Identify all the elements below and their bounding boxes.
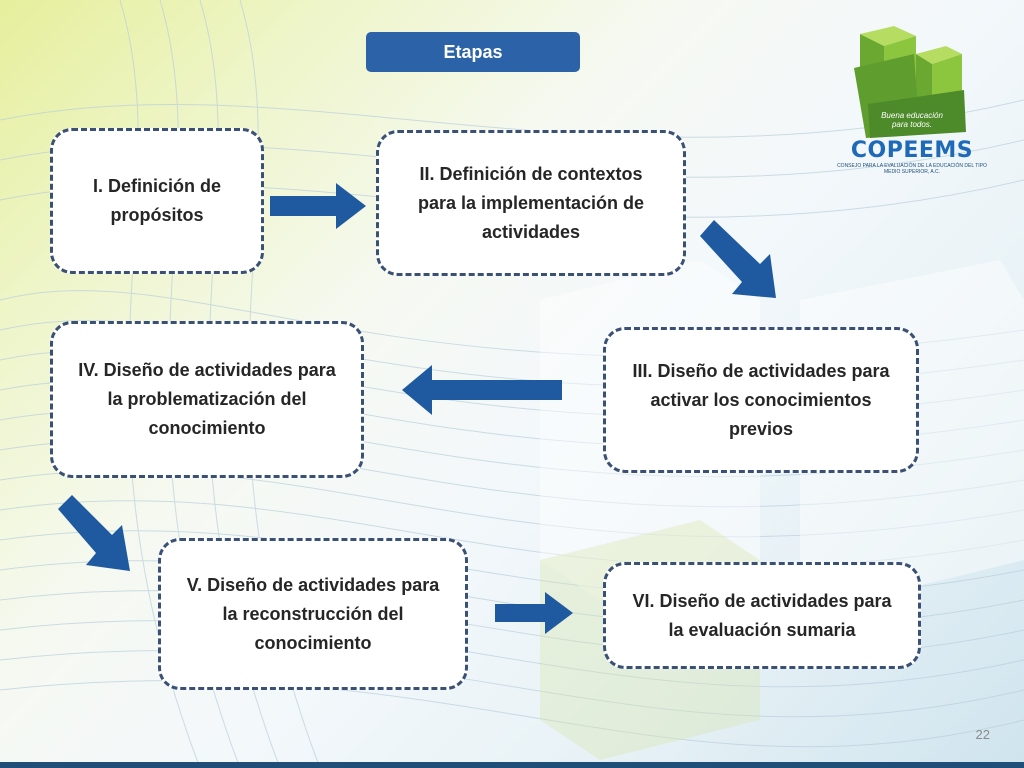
stage-3-label: III. Diseño de actividades para activar … xyxy=(632,360,890,439)
stage-4-label: IV. Diseño de actividades para la proble… xyxy=(78,360,336,438)
arrow-right-icon xyxy=(270,183,366,229)
stage-5-label: V. Diseño de actividades para la reconst… xyxy=(186,574,440,653)
page-number: 22 xyxy=(975,727,990,742)
stage-6-box: VI. Diseño de actividades para la evalua… xyxy=(603,562,921,669)
arrow-left-icon xyxy=(402,365,562,415)
etapas-title: Etapas xyxy=(366,32,580,72)
logo-subtitle: CONSEJO PARA LA EVALUACIÓN DE LA EDUCACI… xyxy=(837,163,987,175)
stage-6-label: VI. Diseño de actividades para la evalua… xyxy=(632,590,892,640)
stage-2-box: II. Definición de contextos para la impl… xyxy=(376,130,686,276)
logo-tagline: Buena educación para todos. xyxy=(881,111,943,129)
copeems-logo-icon xyxy=(854,26,966,138)
stage-3-box: III. Diseño de actividades para activar … xyxy=(603,327,919,473)
stage-1-label: I. Definición de propósitos xyxy=(92,176,221,225)
arrow-down-right-icon xyxy=(58,495,130,571)
arrow-down-right-icon xyxy=(700,220,776,298)
stage-5-box: V. Diseño de actividades para la reconst… xyxy=(158,538,468,690)
bottom-bar xyxy=(0,762,1024,768)
stage-2-label: II. Definición de contextos para la impl… xyxy=(417,163,645,242)
stage-1-box: I. Definición de propósitos xyxy=(50,128,264,274)
arrow-right-icon xyxy=(495,592,573,634)
stage-4-box: IV. Diseño de actividades para la proble… xyxy=(50,321,364,478)
logo-name: COPEEMS xyxy=(850,138,974,163)
